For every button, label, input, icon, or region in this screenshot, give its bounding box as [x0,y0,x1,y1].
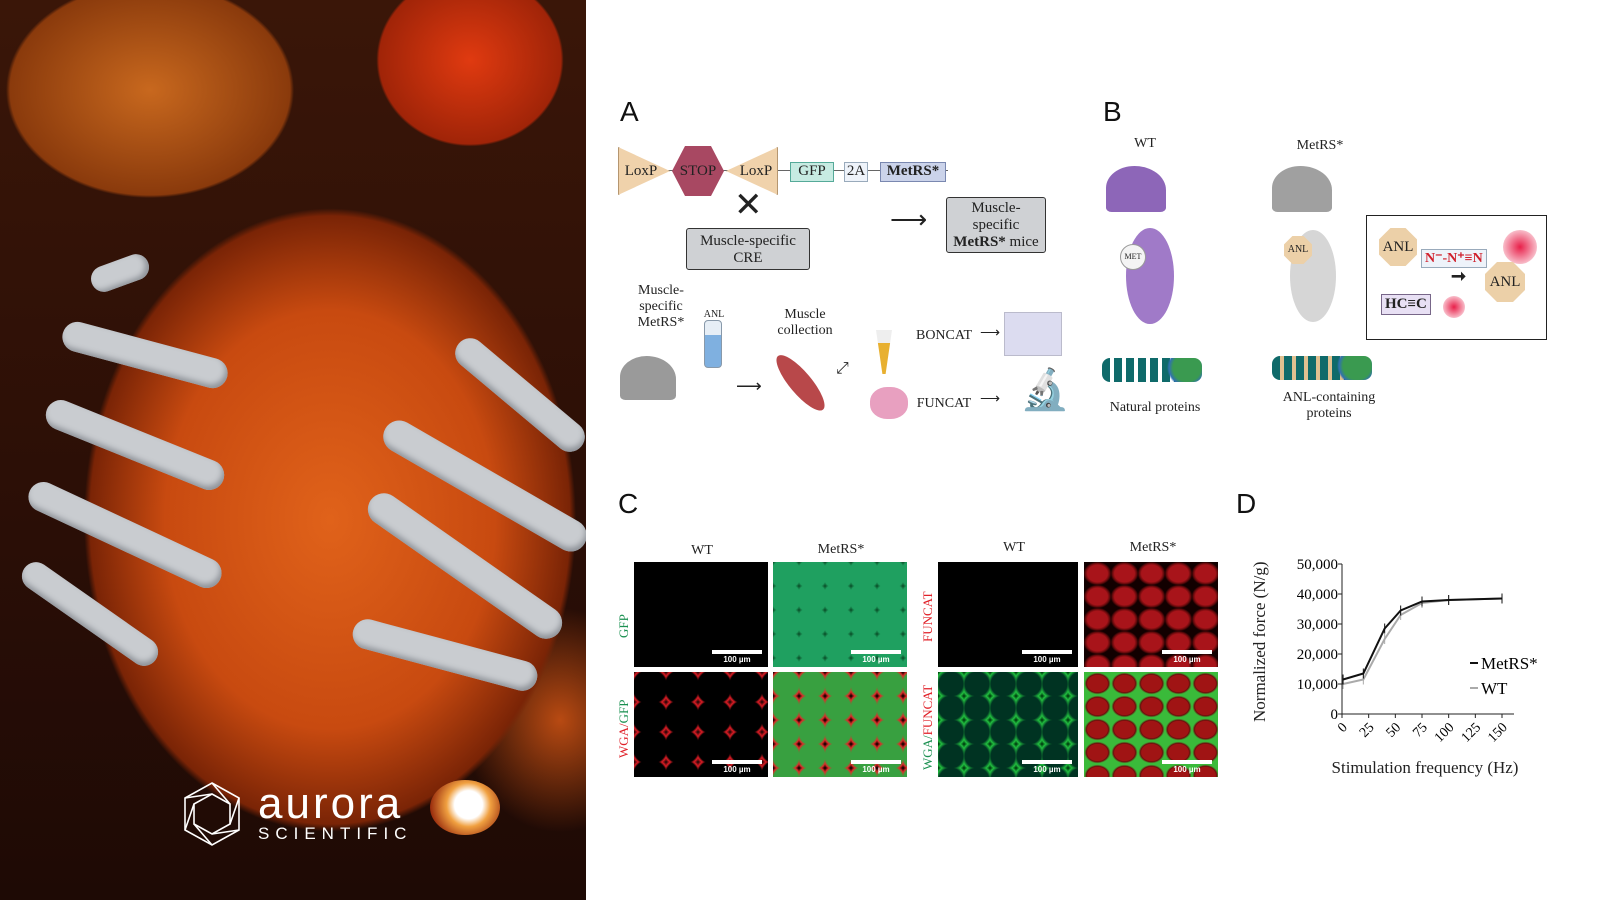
anl-product: ANL [1485,262,1525,302]
gfp-box: GFP [790,162,834,182]
y-tick-label: 20,000 [1297,647,1338,663]
legend-label: WT [1481,679,1508,698]
mouse-icon [620,356,676,400]
row-gfp: GFP [616,614,631,638]
panel-b-label: B [1103,96,1122,127]
muscle-icon [769,348,832,417]
image-wga-gfp-wt: 100 µm [634,672,768,777]
row-wga-gfp: WGA/GFP [616,699,631,758]
arrow-icon: ⟶ [980,392,1001,407]
brand-subtitle: SCIENTIFIC [258,824,413,843]
x-tick-label: 0 [1335,720,1351,736]
legend-label: MetRS* [1481,654,1538,673]
image-wga-gfp-metrs: 100 µm [773,672,907,777]
arrow-right-icon: ➞ [1451,266,1467,286]
anl-molecule: ANL [1379,228,1417,266]
arrow-right-icon: ⟶ [890,205,928,234]
metrs-box: MetRS* [880,162,946,182]
series-line-WT [1342,597,1503,685]
arrow-icon: ⟶ [736,376,762,396]
y-tick-label: 0 [1331,707,1339,723]
alkyne-group: HC≡C [1381,294,1431,315]
col-wt: WT [691,543,713,558]
tube-icon [876,330,892,374]
skeleton-finger [59,318,231,392]
image-wga-funcat-metrs: 100 µm [1084,672,1218,777]
construct-line [618,170,948,171]
gel-icon [1004,312,1062,356]
tissue-icon [870,387,908,419]
arrow-icon: ⟶ [980,326,1001,341]
azide-group: N⁻-N⁺≡N [1421,249,1487,268]
loxp-1: LoxP [618,147,670,195]
y-axis-label: Normalized force (N/g) [1250,561,1269,722]
wt-mouse-icon [1106,166,1166,212]
x-tick-label: 150 [1485,720,1510,745]
anl-bottle-label: ANL [703,309,725,320]
x-tick-label: 75 [1410,720,1431,741]
col-wt: WT [1003,540,1025,555]
col-metrs: MetRS* [1129,540,1177,555]
boncat-label: BONCAT [915,328,972,343]
anl-badge: ANL [1284,236,1312,264]
metrs-label: MetRS* [1296,138,1344,153]
funcat-label: FUNCAT [916,396,972,411]
image-funcat-wt: 100 µm [938,562,1078,667]
image-gfp-wt: 100 µm [634,562,768,667]
col-metrs: MetRS* [817,542,865,557]
skeleton-finger [41,395,229,495]
anl-protein-icon [1272,356,1372,380]
x-axis-label: Stimulation frequency (Hz) [1331,758,1519,777]
image-wga-funcat-wt: 100 µm [938,672,1078,777]
stop-cassette: STOP [672,146,724,196]
y-tick-label: 10,000 [1297,677,1338,693]
skeleton-finger [449,332,586,458]
cross-icon: ✕ [734,186,763,224]
met-badge: MET [1120,244,1146,270]
x-tick-label: 25 [1357,720,1378,741]
logo-mark-icon [184,782,240,846]
skeleton-finger [349,615,541,695]
panel-d-label: D [1236,488,1257,519]
fluorophore-icon [1443,296,1465,318]
series-line-MetRS* [1342,597,1503,681]
metrs-mouse-icon [1272,166,1332,212]
fluorophore-icon [1503,230,1537,264]
click-chemistry-inset: ANL N⁻-N⁺≡N HC≡C ➞ ANL [1366,215,1547,340]
x-tick-label: 100 [1432,720,1457,745]
y-tick-label: 30,000 [1297,617,1338,633]
microscope-icon: 🔬 [1020,367,1070,412]
natural-proteins-label: Natural proteins [1109,400,1201,415]
panel-a-label: A [620,96,639,127]
wt-label: WT [1134,136,1156,151]
natural-protein-icon [1102,358,1202,382]
candle-apple [430,780,500,835]
x-tick-label: 50 [1384,720,1405,741]
brand-name: aurora [258,779,404,828]
y-tick-label: 40,000 [1297,587,1338,603]
y-tick-label: 50,000 [1297,557,1338,573]
row-funcat: FUNCAT [920,591,935,642]
x-tick-label: 125 [1459,720,1484,745]
wt-enzyme-icon [1126,228,1174,324]
branch-arrows-icon: ⤢ [836,360,849,377]
row-wga-funcat: WGA/FUNCAT [920,684,935,770]
image-gfp-metrs: 100 µm [773,562,907,667]
skeleton-finger [16,556,164,672]
image-funcat-metrs: 100 µm [1084,562,1218,667]
panel-c-label: C [618,488,639,519]
skeleton-finger [87,250,153,296]
water-bottle-icon [704,320,722,368]
2a-box: 2A [844,162,868,182]
